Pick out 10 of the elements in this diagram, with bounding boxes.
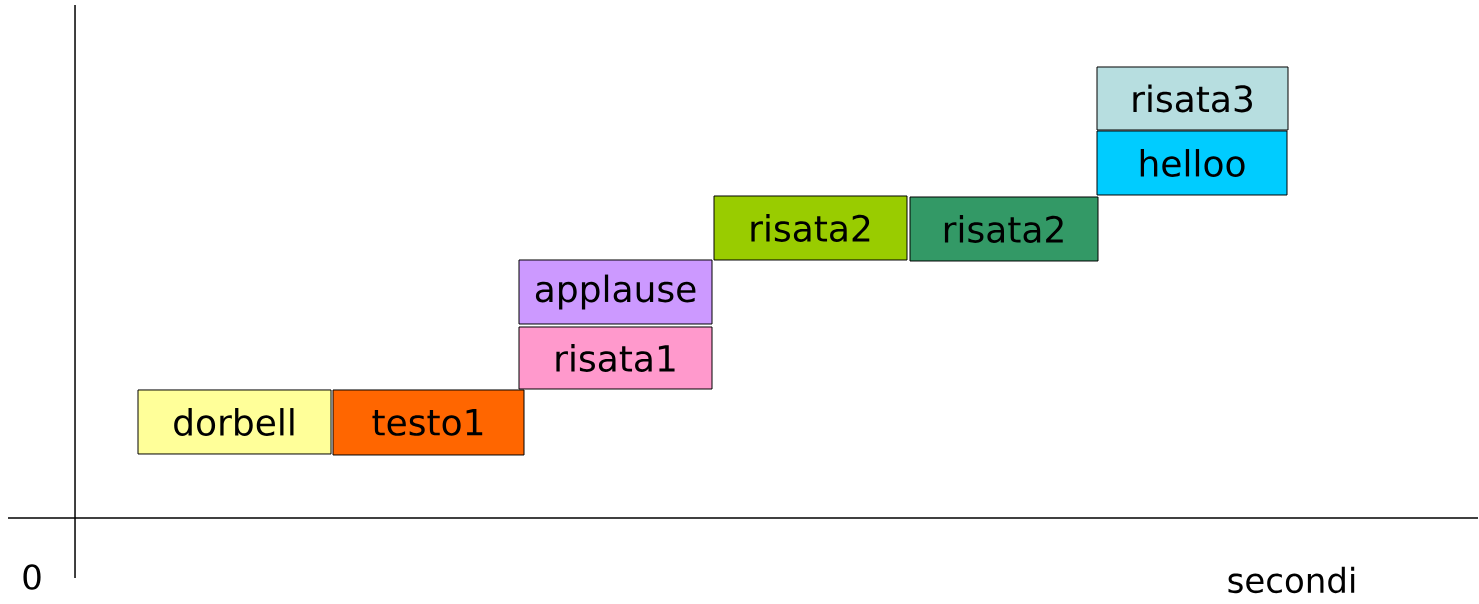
sound-clip-box: risata2 xyxy=(909,196,1099,262)
sound-clip-box: dorbell xyxy=(137,389,332,455)
axis-origin-label: 0 xyxy=(23,564,41,590)
sound-clip-box: helloo xyxy=(1096,130,1288,196)
sound-clip-box: testo1 xyxy=(332,389,525,456)
sound-clip-box: applause xyxy=(518,259,713,325)
axis-title: secondi xyxy=(1228,566,1355,594)
sound-clip-box: risata2 xyxy=(713,195,908,261)
sound-clip-box: risata3 xyxy=(1096,66,1289,131)
sound-clip-box: risata1 xyxy=(518,326,713,390)
